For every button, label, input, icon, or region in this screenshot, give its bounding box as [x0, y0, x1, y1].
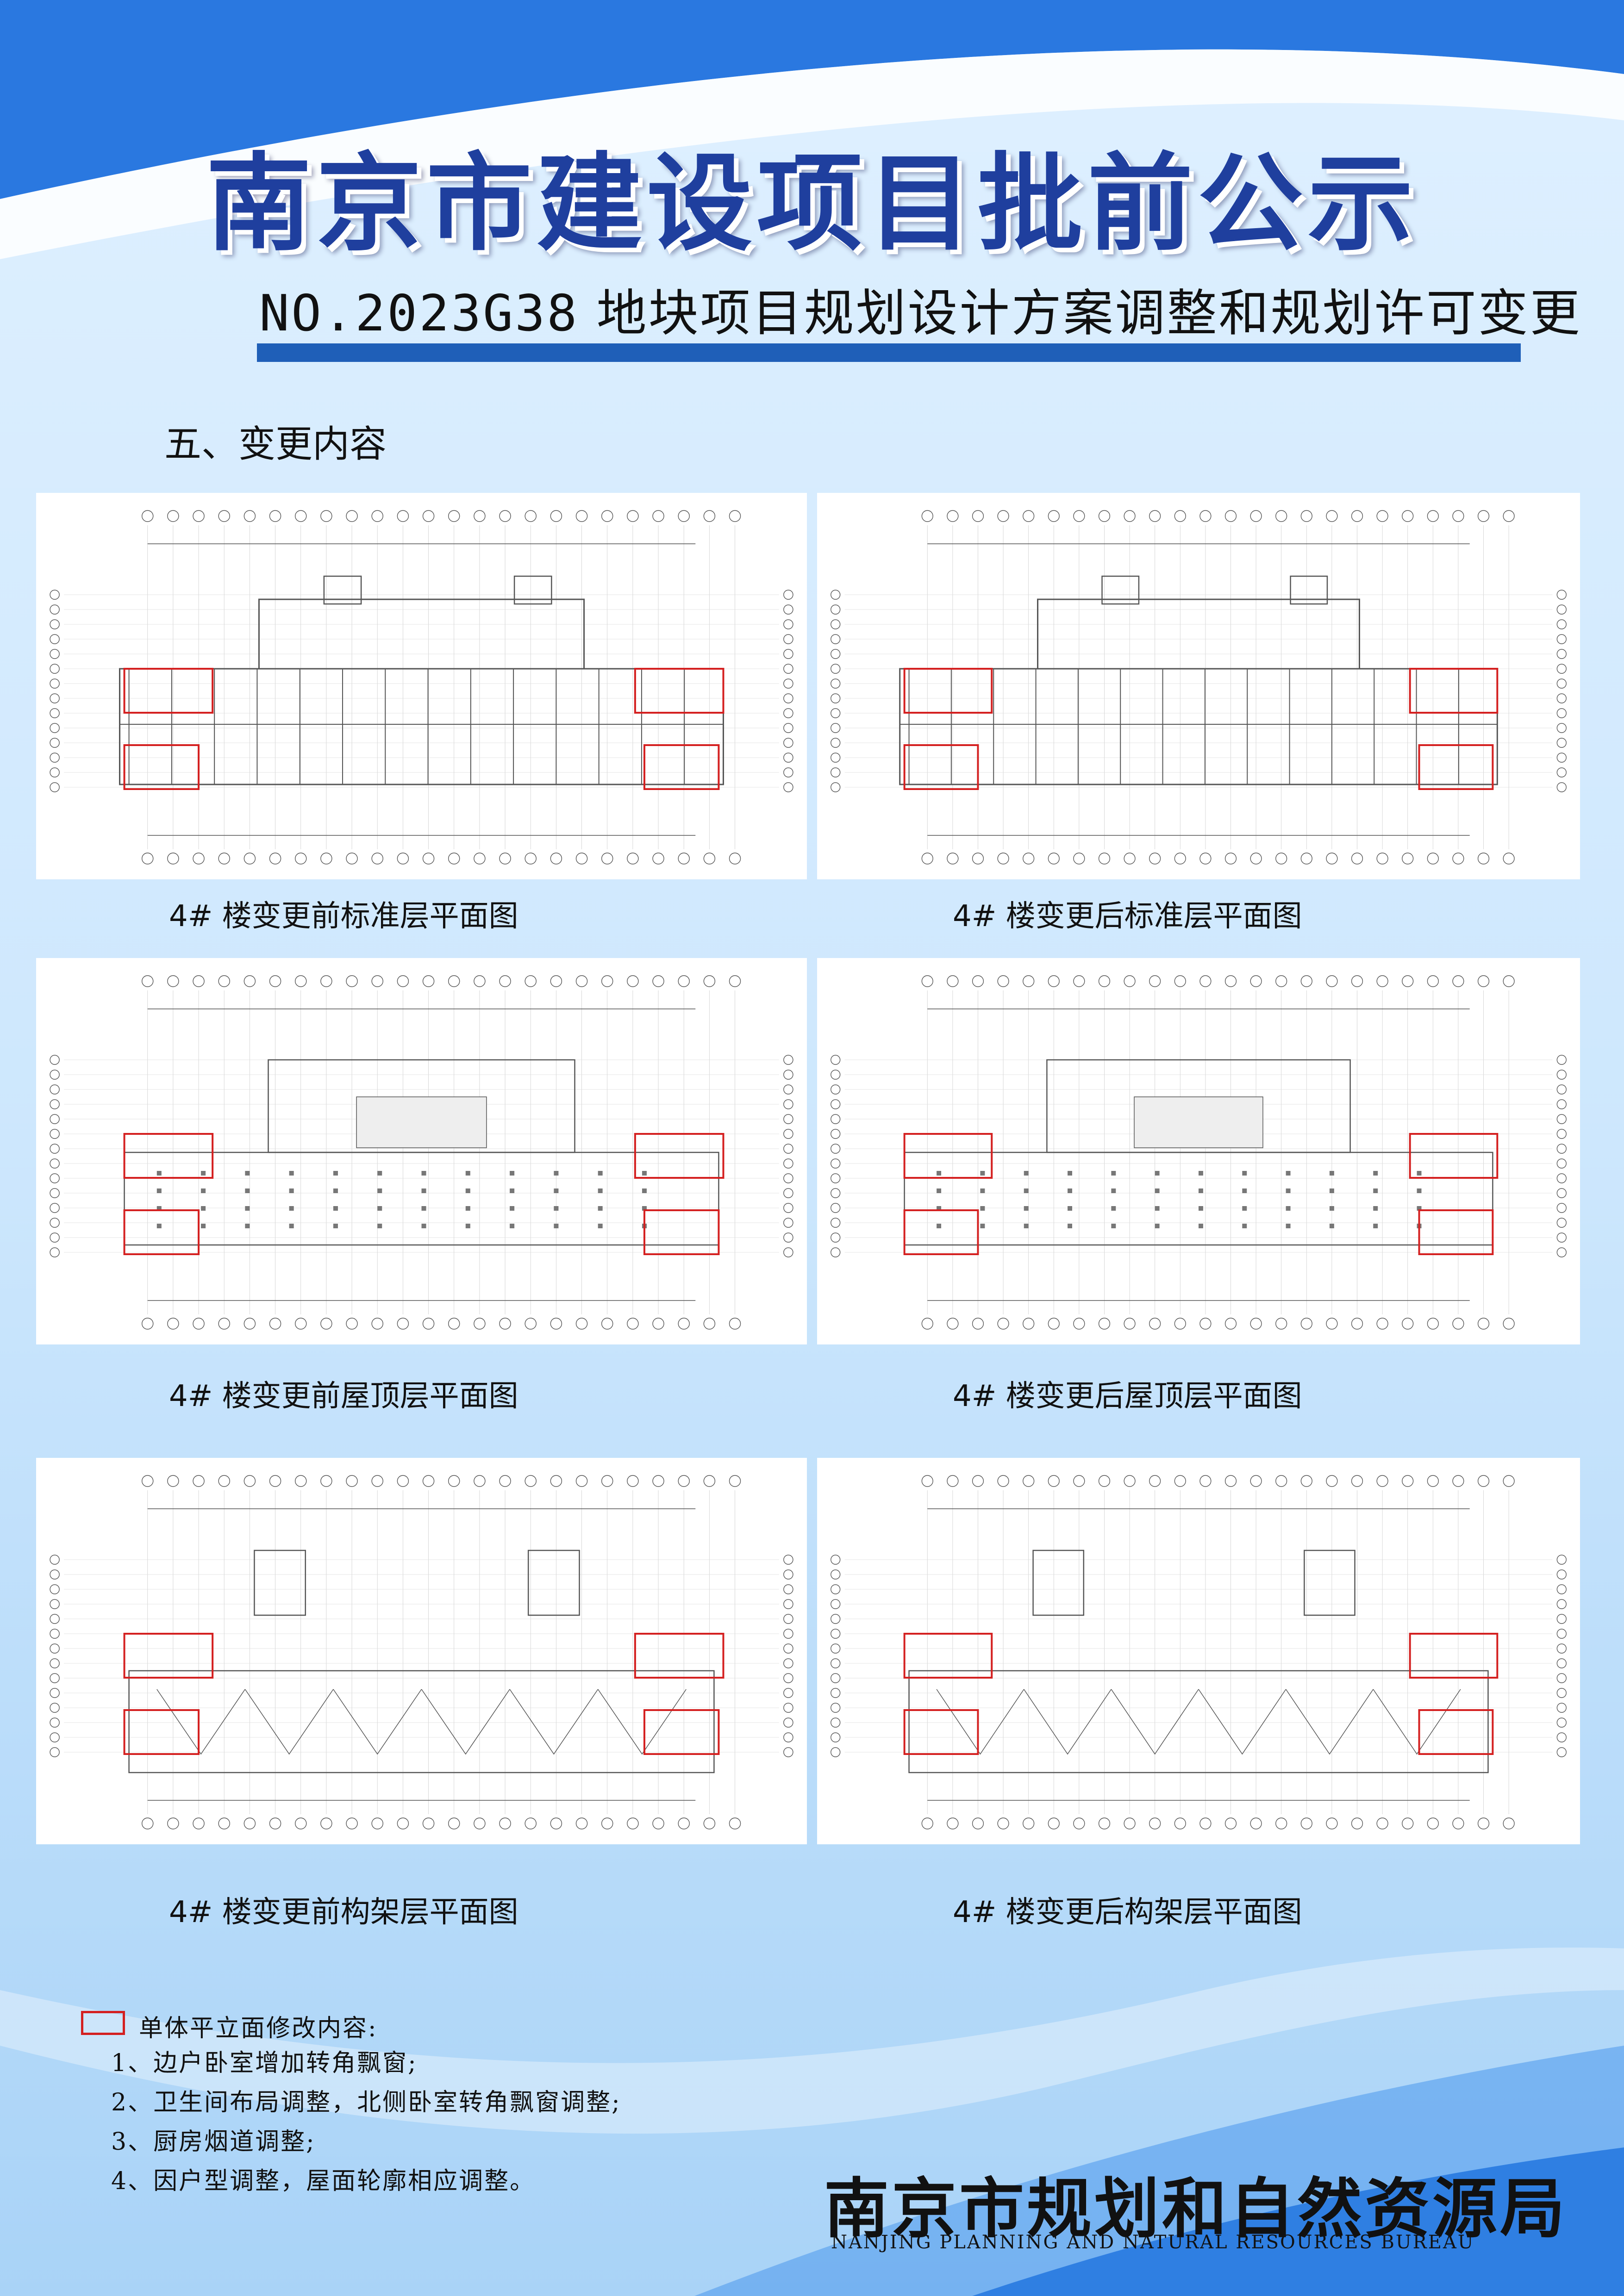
notes-legend: 单体平立面修改内容: [139, 2015, 378, 2042]
subtitle-text: 地块项目规划设计方案调整和规划许可变更 [596, 285, 1582, 342]
project-number: NO.2023G38 [259, 285, 579, 342]
plan-panel-before-frame [36, 1458, 807, 1844]
plan-panel-after-roof [817, 958, 1580, 1344]
caption-after-roof: 4# 楼变更后屋顶层平面图 [953, 1379, 1302, 1413]
floor-plan-drawing [831, 510, 1567, 865]
note-item: 1、边户卧室增加转角飘窗; [111, 2049, 418, 2077]
caption-after-standard: 4# 楼变更后标准层平面图 [953, 899, 1302, 933]
bureau-name: 南京市规划和自然资源局 [824, 2171, 1568, 2247]
caption-before-frame: 4# 楼变更前构架层平面图 [169, 1895, 518, 1929]
floor-plan-drawing [831, 1475, 1567, 1829]
section-heading: 五、变更内容 [164, 423, 387, 466]
note-item: 3、厨房烟道调整; [111, 2128, 316, 2156]
plan-panel-after-frame [817, 1458, 1580, 1844]
note-item: 4、因户型调整，屋面轮廓相应调整。 [111, 2167, 536, 2195]
floor-plan-drawing [831, 975, 1567, 1330]
legend-red-box [81, 2011, 125, 2035]
caption-before-roof: 4# 楼变更前屋顶层平面图 [169, 1379, 518, 1413]
note-item: 2、卫生间布局调整，北侧卧室转角飘窗调整; [111, 2089, 621, 2116]
caption-before-standard: 4# 楼变更前标准层平面图 [169, 899, 518, 933]
bureau-name-en: NANJING PLANNING AND NATURAL RESOURCES B… [831, 2232, 1475, 2253]
title-rule [257, 343, 1521, 362]
plan-panel-before-standard [36, 493, 807, 879]
plan-panel-after-standard [817, 493, 1580, 879]
floor-plan-drawing [50, 510, 793, 865]
page-title: 南京市建设项目批前公示 [206, 141, 1418, 265]
floor-plan-drawing [50, 1475, 793, 1829]
plan-panel-before-roof [36, 958, 807, 1344]
page-subtitle: NO.2023G38 地块项目规划设计方案调整和规划许可变更 [259, 273, 1582, 345]
floor-plan-drawing [50, 975, 793, 1330]
caption-after-frame: 4# 楼变更后构架层平面图 [953, 1895, 1302, 1929]
